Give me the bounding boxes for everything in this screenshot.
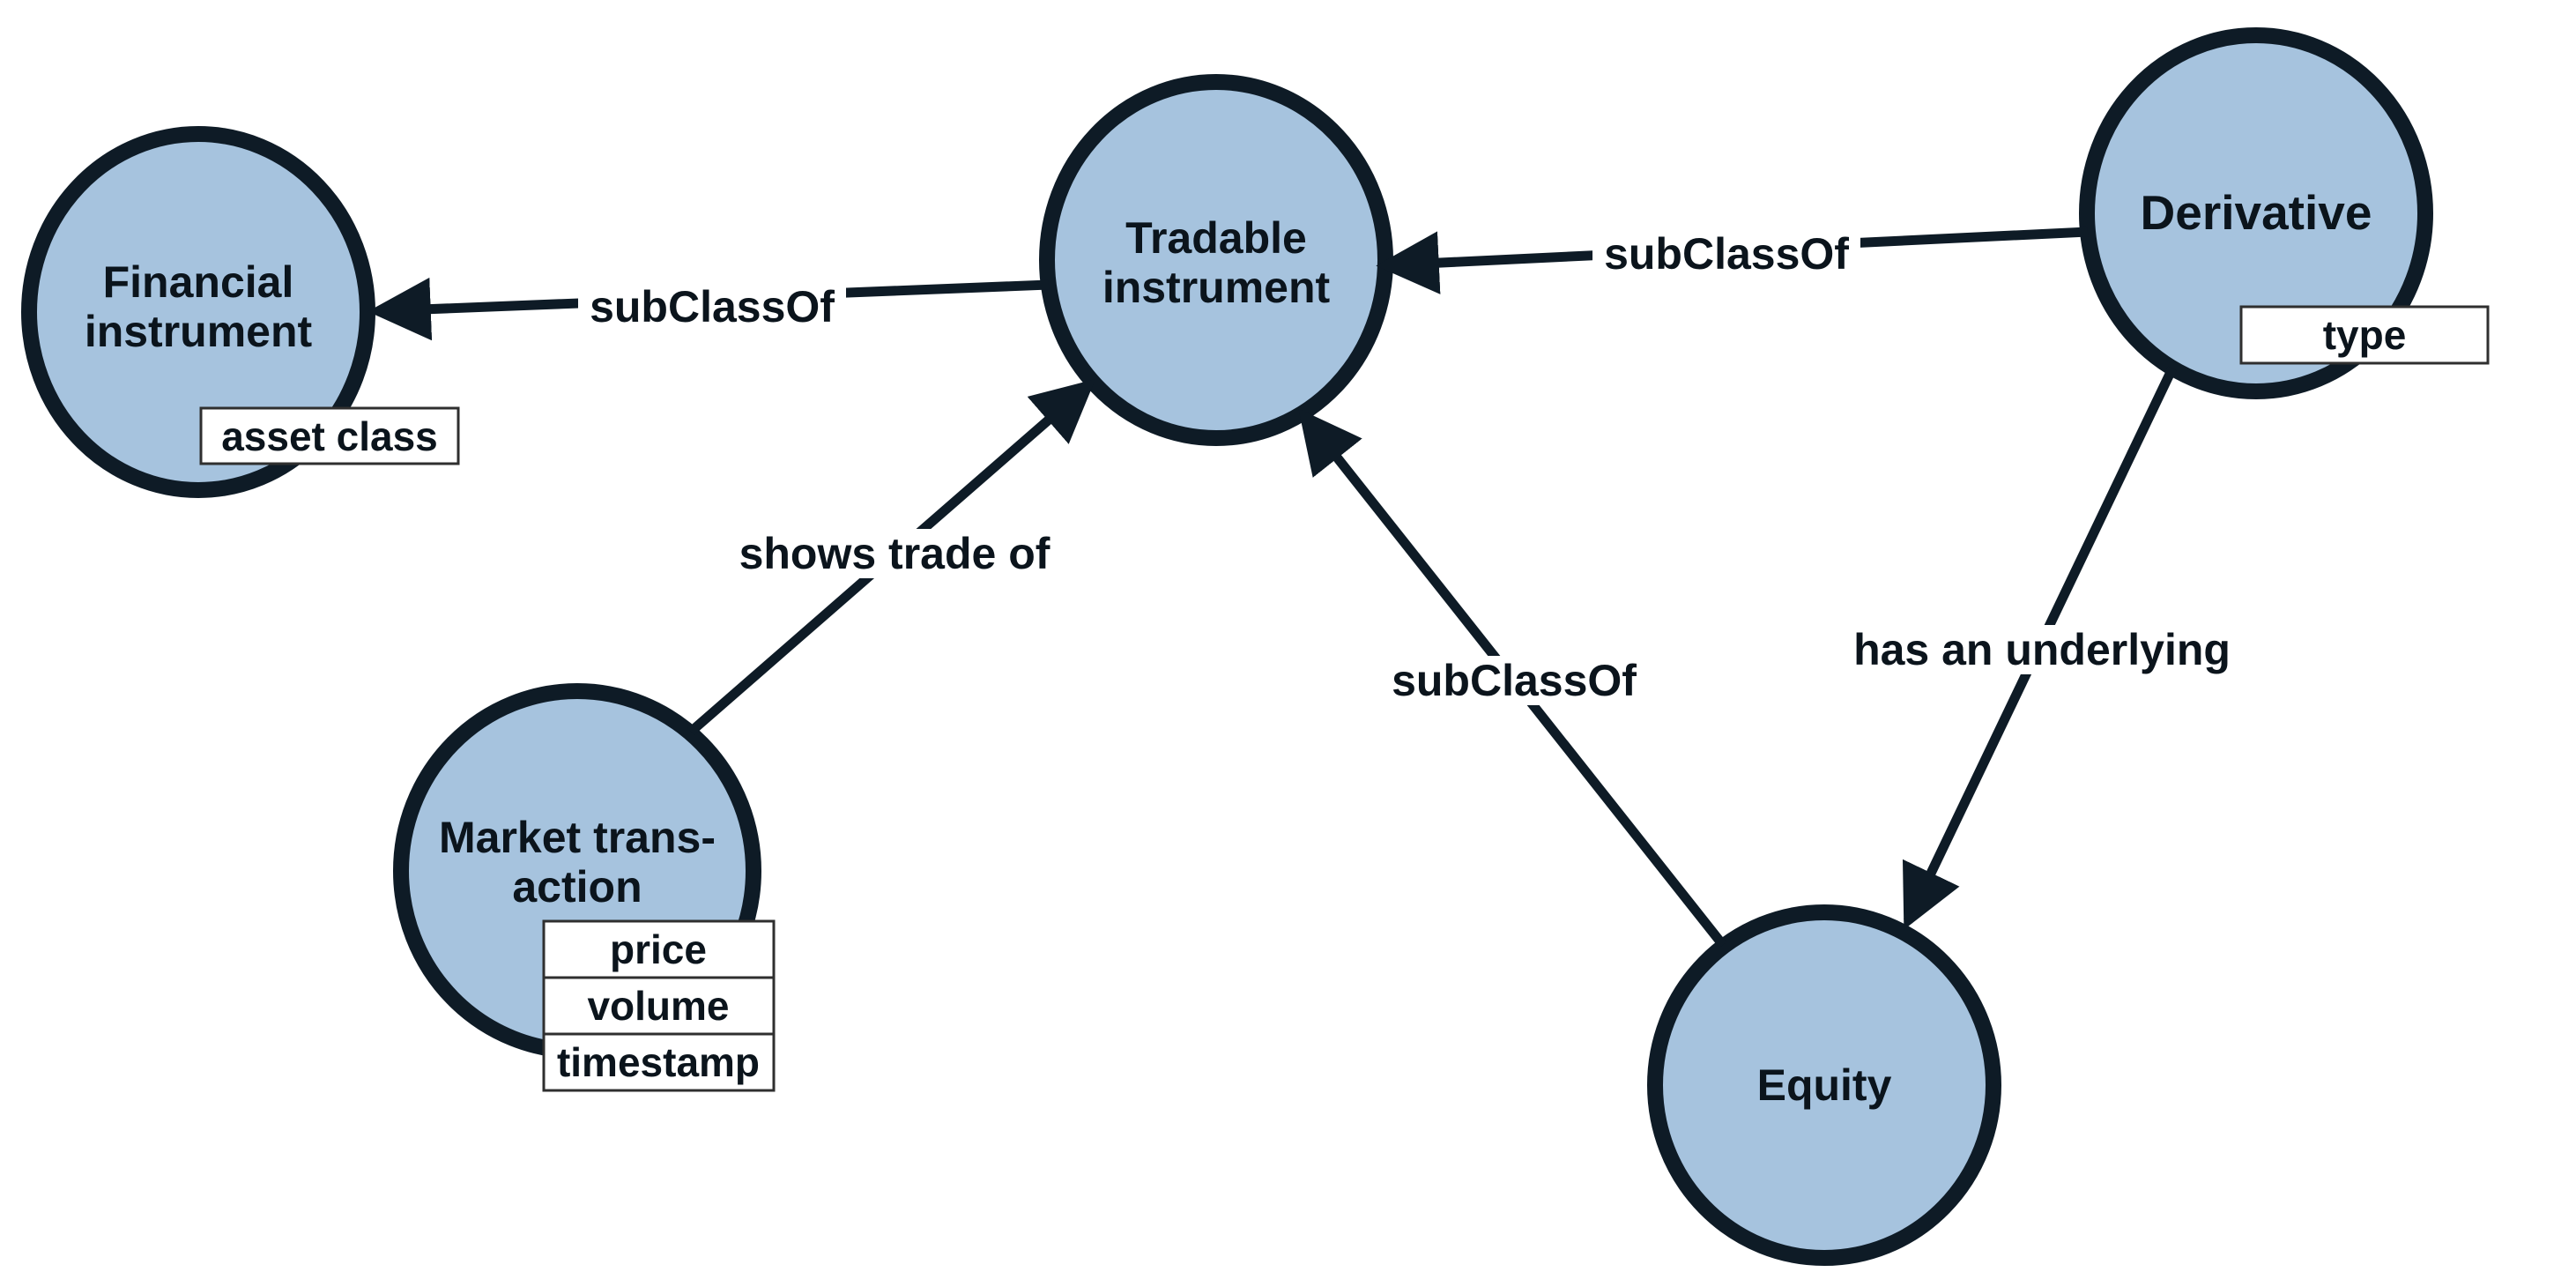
attributes-financial-instrument: asset class — [199, 406, 460, 465]
edge-label-mask — [1380, 656, 1648, 705]
node-derivative: Derivative — [2079, 27, 2433, 399]
attribute-label-price: price — [610, 926, 707, 972]
node-financial-instrument-ellipse — [21, 126, 375, 498]
attribute-box-price — [542, 919, 776, 979]
node-market-transaction-label-line2: action — [512, 862, 642, 911]
node-financial-instrument-label-line2: instrument — [85, 307, 313, 356]
node-tradable-instrument-label-line1: Tradable — [1125, 213, 1307, 263]
edge-label-subclassof-equity: subClassOf — [1392, 656, 1637, 705]
node-derivative-ellipse — [2079, 27, 2433, 399]
attributes-market-transaction: price volume timestamp — [542, 919, 776, 1092]
edge-label-subclassof-derivative: subClassOf — [1604, 229, 1849, 279]
edge-label-mask — [1592, 229, 1860, 279]
node-financial-instrument-label-line1: Financial — [103, 257, 294, 307]
edge-label-has-an-underlying: has an underlying — [1853, 625, 2231, 674]
attribute-label-volume: volume — [587, 983, 729, 1029]
node-equity-label: Equity — [1757, 1060, 1892, 1110]
attribute-label-asset-class: asset class — [221, 413, 438, 459]
node-market-transaction-label-line1: Market trans- — [439, 813, 716, 862]
attribute-box-timestamp — [542, 1032, 776, 1092]
node-equity-ellipse — [1647, 904, 2001, 1266]
attribute-box-type — [2239, 305, 2490, 365]
node-financial-instrument: Financial instrument — [21, 126, 375, 498]
node-equity: Equity — [1647, 904, 2001, 1266]
attribute-box-asset-class — [199, 406, 460, 465]
attributes-derivative: type — [2239, 305, 2490, 365]
edge-label-subclassof-financial: subClassOf — [590, 282, 835, 331]
attribute-box-volume — [542, 976, 776, 1036]
node-tradable-instrument-label-line2: instrument — [1102, 263, 1331, 312]
edge-label-mask — [727, 529, 1062, 578]
node-derivative-label: Derivative — [2141, 185, 2372, 240]
edge-label-mask — [1851, 625, 2233, 674]
edge-labels-layer: subClassOf subClassOf shows trade of sub… — [578, 229, 2233, 705]
node-tradable-instrument: Tradable instrument — [1039, 74, 1393, 446]
edge-label-mask — [578, 282, 846, 331]
attribute-label-type: type — [2323, 312, 2407, 358]
attribute-label-timestamp: timestamp — [557, 1039, 760, 1085]
edge-label-shows-trade-of: shows trade of — [739, 529, 1050, 578]
